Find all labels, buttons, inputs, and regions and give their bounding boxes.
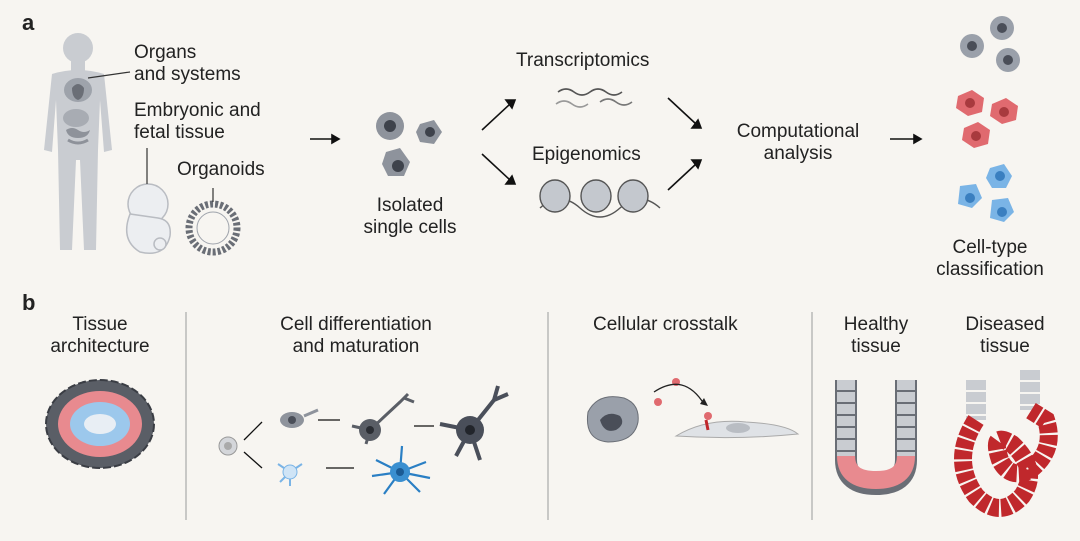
epigenomics-label: Epigenomics <box>532 144 641 165</box>
cellular-crosstalk-label: Cellular crosstalk <box>593 314 738 335</box>
organs-icon <box>63 78 92 145</box>
crosstalk-icon <box>586 378 800 443</box>
panel-a-label: a <box>22 10 35 35</box>
isolated-cells-icon <box>376 112 442 176</box>
nucleosome-icon <box>539 179 661 218</box>
tissue-rings-icon <box>45 379 155 469</box>
arrow-to-isolated <box>310 133 341 145</box>
human-body-icon <box>44 33 112 250</box>
organs-leader-line <box>87 71 131 79</box>
rna-strands-icon <box>555 88 633 108</box>
healthy-crypt-icon <box>835 380 917 496</box>
fetus-icon <box>125 183 171 254</box>
arrow-to-classification <box>890 133 923 145</box>
arrows-to-analysis <box>667 97 703 191</box>
organoids-label: Organoids <box>177 159 265 180</box>
diseased-crypt-icon <box>954 370 1058 517</box>
differentiation-icon <box>218 385 509 495</box>
organoid-icon <box>185 200 241 256</box>
panel-b-label: b <box>22 290 36 315</box>
red-cell-cluster <box>956 90 1018 148</box>
gray-cell-cluster <box>960 16 1020 72</box>
blue-cell-cluster <box>958 164 1014 222</box>
arrows-to-omics <box>481 99 517 185</box>
transcriptomics-label: Transcriptomics <box>516 50 650 71</box>
